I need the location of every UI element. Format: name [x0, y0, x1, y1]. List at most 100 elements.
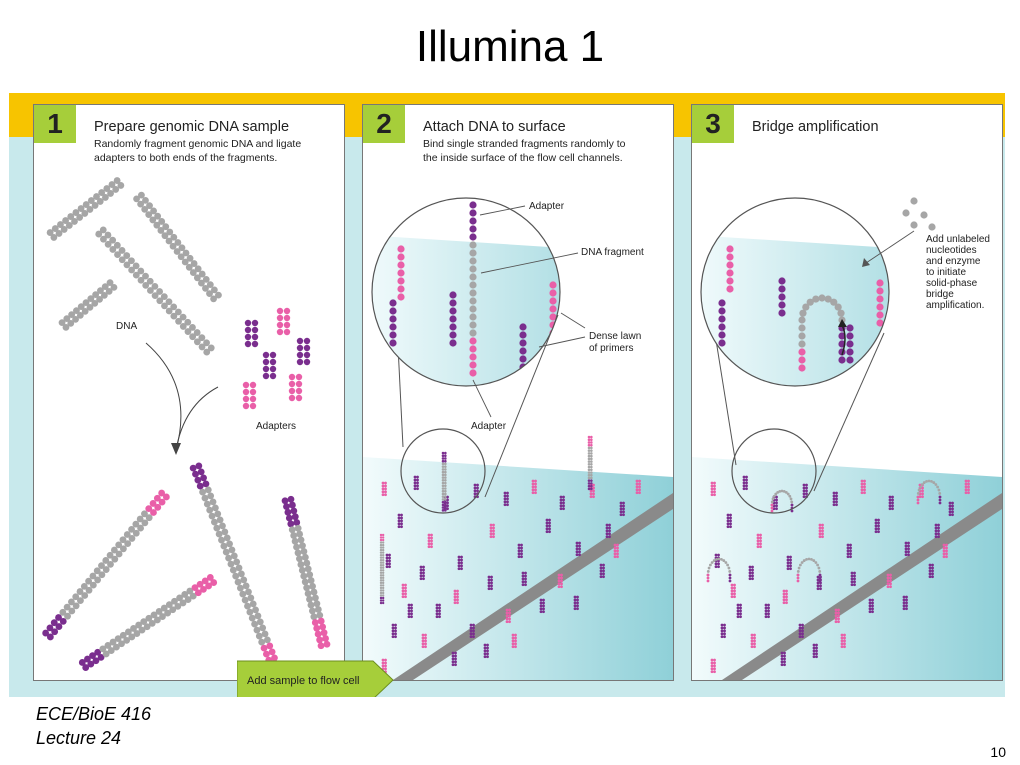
surface-primer: [385, 553, 391, 569]
lawn-pointer: [560, 312, 586, 329]
surface-primer: [489, 523, 495, 539]
surface-primer: [710, 481, 716, 497]
dense-lawn-label: Dense lawn: [589, 331, 641, 342]
surface-primer: [545, 518, 551, 534]
surface-primer: [619, 501, 625, 517]
bridge-strand: [706, 557, 732, 583]
surface-primer: [435, 603, 441, 619]
panel-2-description: Bind single stranded fragments randomly …: [423, 138, 626, 164]
surface-primer: [750, 633, 756, 649]
surface-primer: [457, 555, 463, 571]
surface-primer: [860, 479, 866, 495]
flow-cell-surface: [363, 457, 673, 680]
surface-primer: [381, 481, 387, 497]
surface-primer: [868, 598, 874, 614]
panel-1-art: DNA Adapters: [42, 177, 331, 671]
surface-primer: [559, 495, 565, 511]
surface-primer: [756, 533, 762, 549]
lecture-label: Lecture 24: [36, 728, 122, 748]
flow-cell-edge: [722, 493, 1002, 680]
primer-strand: [876, 279, 884, 327]
surface-primer: [483, 643, 489, 659]
adapter-bottom-label: Adapter: [471, 421, 507, 432]
surface-primer: [710, 658, 716, 674]
zoom-line: [813, 332, 885, 492]
dna-fragment: [46, 177, 125, 241]
flow-cell-surface: [692, 457, 1002, 680]
surface-primer: [451, 651, 457, 667]
surface-primer: [487, 575, 493, 591]
panel-1-title: Prepare genomic DNA sample: [94, 119, 290, 135]
surface-primer: [613, 543, 619, 559]
fragment-pointer: [480, 252, 579, 274]
bridge-amplification-note: bridge: [926, 289, 954, 300]
surface-primer: [948, 501, 954, 517]
surface-primer: [575, 541, 581, 557]
panel-1-description: Randomly fragment genomic DNA and ligate…: [94, 138, 302, 164]
surface-primer: [511, 633, 517, 649]
bridge-dna: [798, 294, 854, 372]
dna-label: DNA: [116, 321, 137, 332]
surface-primer: [413, 475, 419, 491]
surface-primer: [798, 623, 804, 639]
surface-primer: [557, 573, 563, 589]
surface-primer: [904, 541, 910, 557]
surface-primer: [419, 565, 425, 581]
panel-3: 3 Bridge amplification Add unla: [691, 104, 1003, 681]
surface-primer: [421, 633, 427, 649]
panel-2-art: Adapter DNA fragment Dense lawn of prime…: [363, 197, 673, 680]
surface-primer: [802, 483, 808, 499]
dna-fragment: [58, 279, 118, 331]
surface-primer: [503, 491, 509, 507]
surface-primer: [605, 523, 611, 539]
adapter: [262, 351, 277, 380]
bridge-amplification-note: to initiate: [926, 267, 966, 278]
course-label: ECE/BioE 416: [36, 704, 152, 724]
surface-primer: [834, 608, 840, 624]
free-nucleotide: [928, 223, 936, 231]
slide-title: Illumina 1: [415, 22, 605, 71]
surface-primer: [850, 571, 856, 587]
primer-strand: [726, 245, 734, 293]
primers-label: of primers: [589, 343, 633, 354]
free-nucleotide: [910, 221, 918, 229]
adapters-label: Adapters: [256, 421, 296, 432]
surface-primer: [886, 573, 892, 589]
surface-primer: [780, 651, 786, 667]
adapter-top-label: Adapter: [529, 201, 565, 212]
surface-primer: [786, 555, 792, 571]
flow-arrow: [175, 386, 219, 451]
surface-primer: [846, 543, 852, 559]
adapter: [276, 307, 291, 336]
surface-primer: [720, 623, 726, 639]
flow-cell-edge: [393, 493, 673, 680]
surface-primer: [397, 513, 403, 529]
surface-primer: [742, 475, 748, 491]
nucleotide-pointer: [865, 230, 915, 264]
dna-fragment: [133, 191, 222, 303]
surface-primer: [874, 518, 880, 534]
add-sample-arrow: Add sample to flow cell: [237, 660, 394, 697]
dna-fragment: [95, 226, 215, 356]
free-nucleotide: [910, 197, 918, 205]
surface-primer: [928, 563, 934, 579]
zoom-region: [731, 428, 817, 514]
primer-strand: [718, 299, 726, 347]
surface-primer: [391, 623, 397, 639]
surface-primer: [736, 603, 742, 619]
panel-2-title: Attach DNA to surface: [423, 119, 566, 135]
surface-primer: [730, 583, 736, 599]
surface-primer: [401, 583, 407, 599]
surface-primer: [521, 571, 527, 587]
free-nucleotide: [902, 209, 910, 217]
ligated-fragment: [42, 489, 170, 641]
surface-primer: [964, 479, 970, 495]
surface-primer: [531, 479, 537, 495]
step-number-2: 2: [363, 105, 405, 143]
bound-fragment: [587, 435, 593, 491]
surface-primer: [840, 633, 846, 649]
adapter: [288, 373, 303, 402]
magnified-view: [371, 197, 561, 387]
zoom-region: [400, 428, 486, 514]
